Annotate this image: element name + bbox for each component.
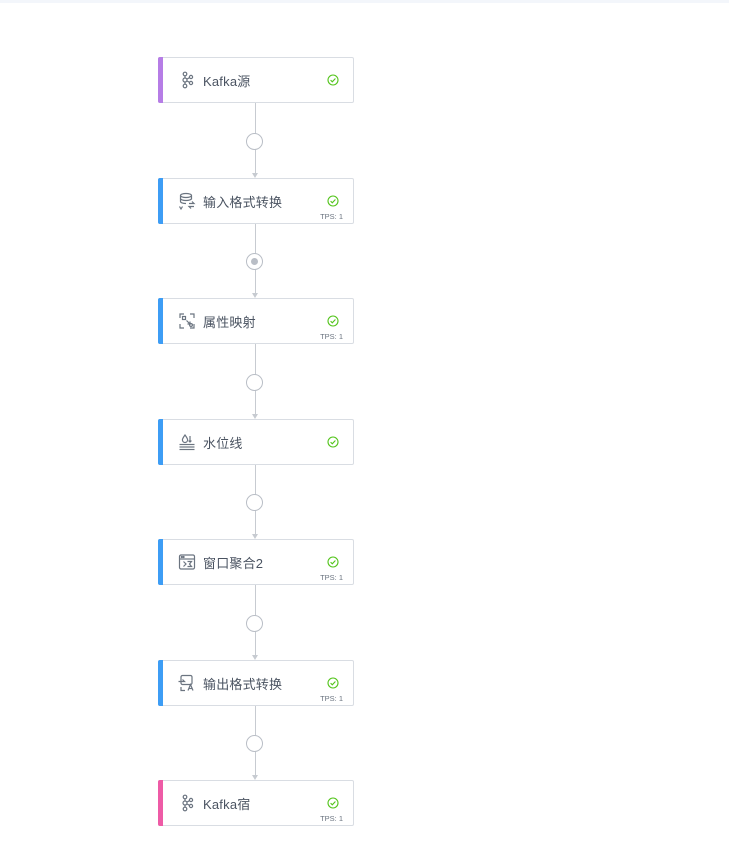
node-accent-bar	[158, 539, 163, 585]
node-tps: TPS: 1	[320, 814, 343, 823]
node-tps: TPS: 1	[320, 212, 343, 221]
edge-arrow-icon	[252, 655, 258, 660]
pipeline-node[interactable]: 水位线	[158, 419, 354, 465]
node-accent-bar	[158, 298, 163, 344]
node-title: 水位线	[203, 436, 243, 451]
success-check-icon	[327, 555, 339, 567]
pipeline-node[interactable]: 输入格式转换 TPS: 1	[158, 178, 354, 224]
node-tps: TPS: 1	[320, 332, 343, 341]
edge-port-active[interactable]	[246, 253, 263, 270]
edge-port[interactable]	[246, 374, 263, 391]
success-check-icon	[327, 435, 339, 447]
success-check-icon	[327, 194, 339, 206]
node-accent-bar	[158, 419, 163, 465]
watermark-icon	[177, 432, 197, 452]
edge-arrow-icon	[252, 775, 258, 780]
edge-arrow-icon	[252, 173, 258, 178]
node-title: 窗口聚合2	[203, 556, 264, 571]
success-check-icon	[327, 676, 339, 688]
input-format-convert-icon	[177, 191, 197, 211]
node-accent-bar	[158, 57, 163, 103]
attribute-mapping-icon	[177, 311, 197, 331]
top-bar	[0, 0, 729, 3]
node-title: 输入格式转换	[203, 195, 283, 210]
node-tps: TPS: 1	[320, 573, 343, 582]
edge-port[interactable]	[246, 735, 263, 752]
window-aggregate-icon	[177, 552, 197, 572]
node-title: Kafka源	[203, 74, 251, 89]
edge-port[interactable]	[246, 494, 263, 511]
pipeline-node[interactable]: 属性映射 TPS: 1	[158, 298, 354, 344]
node-accent-bar	[158, 660, 163, 706]
success-check-icon	[327, 314, 339, 326]
pipeline-node[interactable]: Kafka宿 TPS: 1	[158, 780, 354, 826]
node-title: 输出格式转换	[203, 677, 283, 692]
output-format-convert-icon	[177, 673, 197, 693]
node-accent-bar	[158, 780, 163, 826]
kafka-icon	[177, 793, 197, 813]
node-title: 属性映射	[203, 315, 256, 330]
edge-port[interactable]	[246, 133, 263, 150]
success-check-icon	[327, 73, 339, 85]
edge-port[interactable]	[246, 615, 263, 632]
edge-arrow-icon	[252, 534, 258, 539]
node-accent-bar	[158, 178, 163, 224]
edge-arrow-icon	[252, 293, 258, 298]
pipeline-node[interactable]: 输出格式转换 TPS: 1	[158, 660, 354, 706]
kafka-icon	[177, 70, 197, 90]
success-check-icon	[327, 796, 339, 808]
edge-arrow-icon	[252, 414, 258, 419]
node-title: Kafka宿	[203, 797, 251, 812]
node-tps: TPS: 1	[320, 694, 343, 703]
pipeline-node[interactable]: Kafka源	[158, 57, 354, 103]
